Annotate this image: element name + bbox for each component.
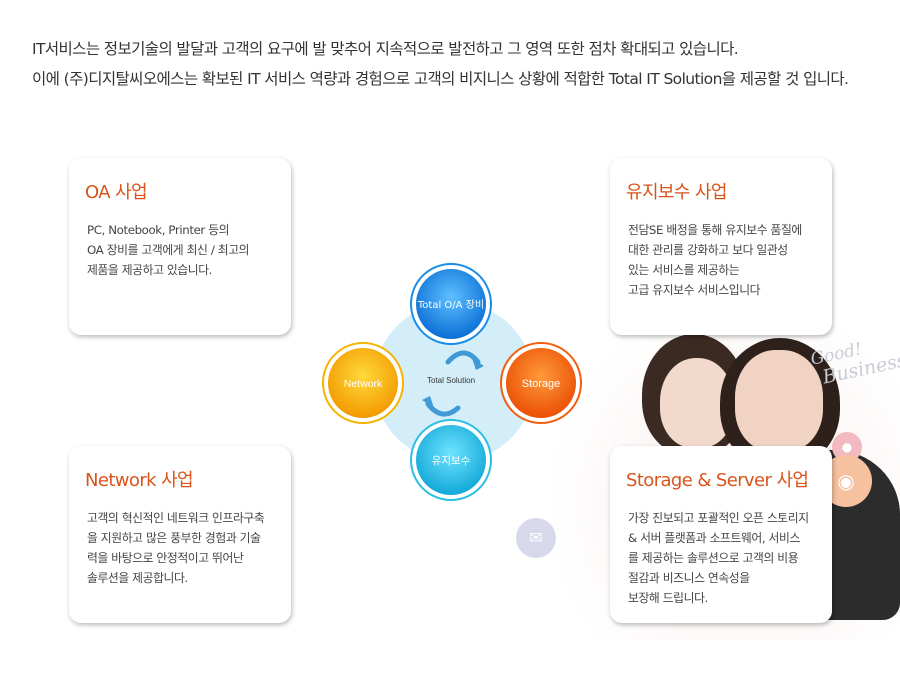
intro-line-2: 이에 (주)디지탈씨오에스는 확보된 IT 서비스 역량과 경험으로 고객의 비… [32,70,849,88]
intro-line-1: IT서비스는 정보기술의 발달과 고객의 요구에 발 맞추어 지속적으로 발전하… [32,40,739,58]
card-oa-line: OA 장비를 고객에게 최신 / 최고의 [87,243,250,257]
node-storage[interactable]: Storage [500,342,582,424]
card-network-line: 고객의 혁신적인 네트워크 인프라구축 [87,511,265,525]
card-network-line: 력을 바탕으로 안정적이고 뛰어난 [87,551,244,565]
card-storage-line: & 서버 플랫폼과 소프트웨어, 서비스 [628,531,800,545]
card-storage-line: 가장 진보되고 포괄적인 오픈 스토리지 [628,511,809,525]
card-oa-title: OA 사업 [85,182,148,203]
card-storage-description: 가장 진보되고 포괄적인 오픈 스토리지 & 서버 플랫폼과 소프트웨어, 서비… [626,508,816,608]
card-network-description: 고객의 혁신적인 네트워크 인프라구축 을 지원하고 많은 풍부한 경험과 기술… [85,508,275,588]
card-maintenance-title: 유지보수 사업 [626,182,727,203]
card-storage-line: 보장해 드립니다. [628,591,708,605]
card-maintenance-line: 전담SE 배정을 통해 유지보수 품질에 [628,223,802,237]
card-storage-title: Storage & Server 사업 [626,470,809,491]
card-maintenance-description: 전담SE 배정을 통해 유지보수 품질에 대한 관리를 강화하고 보다 일관성 … [626,220,816,300]
node-total-oa-label: Total O/A 장비 [417,299,484,311]
card-network-line: 솔루션을 제공합니다. [87,571,188,585]
card-maintenance-line: 있는 서비스를 제공하는 [628,263,740,277]
node-network-label: Network [344,378,383,390]
card-oa-line: PC, Notebook, Printer 등의 [87,223,230,237]
person-right-face [735,350,823,452]
card-oa-line: 제품을 제공하고 있습니다. [87,263,213,277]
card-oa-description: PC, Notebook, Printer 등의 OA 장비를 고객에게 최신 … [85,220,275,280]
card-network-line: 을 지원하고 많은 풍부한 경험과 기술 [87,531,261,545]
card-network-title: Network 사업 [85,470,194,491]
node-network[interactable]: Network [322,342,404,424]
diagram-center-label: Total Solution [427,376,475,385]
card-storage-line: 절감과 비즈니스 연속성을 [628,571,750,585]
card-storage-server-business: Storage & Server 사업 가장 진보되고 포괄적인 오픈 스토리지… [610,446,832,623]
card-maintenance-line: 고급 유지보수 서비스입니다 [628,283,761,297]
mail-icon: ✉ [516,518,556,558]
node-total-oa[interactable]: Total O/A 장비 [410,263,492,345]
card-network-business: Network 사업 고객의 혁신적인 네트워크 인프라구축 을 지원하고 많은… [69,446,291,623]
node-maintenance-label: 유지보수 [432,455,471,467]
center-disc [374,302,534,462]
total-solution-diagram: Total Solution Total O/A 장비 Network Stor… [322,263,582,501]
node-maintenance[interactable]: 유지보수 [410,419,492,501]
card-storage-line: 를 제공하는 솔루션으로 고객의 비용 [628,551,799,565]
card-maintenance-line: 대한 관리를 강화하고 보다 일관성 [628,243,788,257]
cycle-arrow-icon [422,350,484,417]
intro-text: IT서비스는 정보기술의 발달과 고객의 요구에 발 맞추어 지속적으로 발전하… [32,34,872,94]
card-oa-business: OA 사업 PC, Notebook, Printer 등의 OA 장비를 고객… [69,158,291,335]
card-maintenance-business: 유지보수 사업 전담SE 배정을 통해 유지보수 품질에 대한 관리를 강화하고… [610,158,832,335]
node-storage-label: Storage [522,378,561,390]
